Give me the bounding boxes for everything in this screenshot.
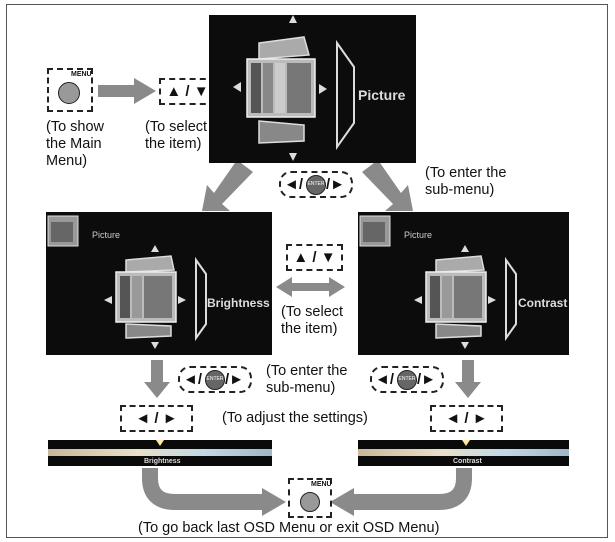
left-right-keys-left: ◄ / ► <box>135 410 178 427</box>
caption-enter-submenu-top: (To enter the sub-menu) <box>425 165 507 198</box>
menu-button-box-bottom[interactable]: MENU <box>288 478 332 518</box>
up-down-keys-box[interactable]: ▲ / ▼ <box>159 78 216 105</box>
enter-keys-box-top[interactable]: ◄/ ENTER /► <box>279 171 353 198</box>
screen-submenu-contrast: Picture Contrast <box>358 212 569 355</box>
left-key-mid-right: ◄/ <box>375 371 395 388</box>
contrast-bar-label: Contrast <box>453 458 482 465</box>
enter-button-mid-right: ENTER <box>397 369 417 390</box>
up-down-keys-mid: ▲ / ▼ <box>293 249 336 266</box>
left-right-keys-box-left[interactable]: ◄ / ► <box>120 405 193 432</box>
up-down-keys-box-mid[interactable]: ▲ / ▼ <box>286 244 343 271</box>
left-right-keys-right: ◄ / ► <box>445 410 488 427</box>
arrow-down-right <box>455 360 481 398</box>
caption-select-item-top: (To select the item) <box>145 119 208 152</box>
enter-button-top: ENTER <box>306 174 326 195</box>
contrast-bar-marker <box>462 440 470 446</box>
menu-label: MENU <box>71 71 92 78</box>
right-key-mid-left: /► <box>225 371 245 388</box>
contrast-corner-label: Picture <box>404 230 433 240</box>
arrow-curve-left <box>142 468 262 510</box>
contrast-label: Contrast <box>518 296 568 310</box>
caption-enter-submenu-mid: (To enter the sub-menu) <box>266 363 348 396</box>
enter-keys-box-right[interactable]: ◄/ ENTER /► <box>370 366 444 393</box>
contrast-bar-line <box>358 449 569 456</box>
caption-show-main-menu: (To show the Main Menu) <box>46 119 105 169</box>
contrast-cube <box>359 215 517 349</box>
arrow-menu-to-select <box>98 78 156 104</box>
caption-select-item-mid: (To select the item) <box>281 304 344 337</box>
screen-main-menu: Picture <box>209 15 416 163</box>
menu-button-box[interactable]: MENU <box>47 68 93 112</box>
diagram-frame <box>6 4 608 538</box>
brightness-adjust-bar: Brightness <box>48 440 272 466</box>
brightness-bar-line <box>48 449 272 456</box>
arrow-down-left <box>144 360 170 398</box>
right-key-mid-right: /► <box>417 371 437 388</box>
contrast-adjust-bar: Contrast <box>358 440 569 466</box>
brightness-bar-marker <box>156 440 164 446</box>
left-key-mid-left: ◄/ <box>183 371 203 388</box>
arrow-double-horizontal <box>276 277 345 297</box>
right-key-top: /► <box>326 176 346 193</box>
main-menu-cube <box>233 15 355 161</box>
caption-go-back: (To go back last OSD Menu or exit OSD Me… <box>138 520 440 536</box>
menu-button-icon <box>58 82 80 104</box>
brightness-cube <box>47 215 207 349</box>
up-down-keys: ▲ / ▼ <box>166 83 209 100</box>
enter-keys-box-left[interactable]: ◄/ ENTER /► <box>178 366 252 393</box>
arrow-diagonal-left <box>202 160 253 211</box>
left-right-keys-box-right[interactable]: ◄ / ► <box>430 405 503 432</box>
brightness-bar-label: Brightness <box>144 458 181 465</box>
enter-button-mid-left: ENTER <box>205 369 225 390</box>
menu-button-icon-bottom <box>300 492 320 512</box>
arrow-diagonal-right <box>362 160 413 211</box>
caption-adjust-settings: (To adjust the settings) <box>222 410 368 426</box>
arrow-curve-right <box>354 468 472 510</box>
left-key-top: ◄/ <box>284 176 304 193</box>
main-menu-label: Picture <box>358 87 406 103</box>
menu-label-bottom: MENU <box>311 481 332 488</box>
screen-submenu-brightness: Picture Brightness <box>46 212 272 355</box>
brightness-corner-label: Picture <box>92 230 121 240</box>
brightness-label: Brightness <box>207 296 270 310</box>
